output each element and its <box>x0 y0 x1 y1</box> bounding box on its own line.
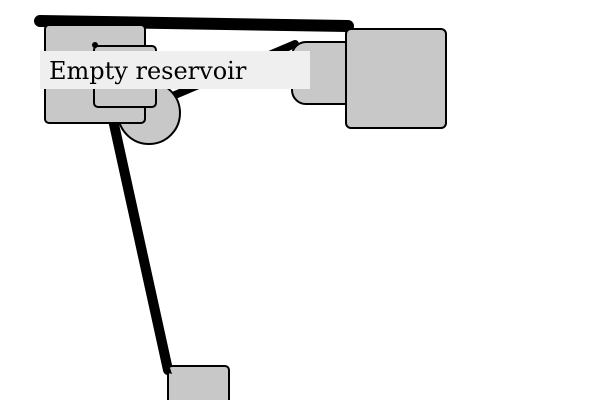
bottom-block[interactable] <box>167 365 230 400</box>
right-large-block[interactable] <box>345 28 447 129</box>
pivot-marker-left <box>36 16 44 22</box>
pivot-marker-bottom <box>164 368 172 374</box>
top-pipe <box>34 15 354 32</box>
pivot-marker-right <box>285 40 295 48</box>
pivot-dot <box>92 42 98 48</box>
vertical-link <box>105 101 173 375</box>
tooltip-label: Empty reservoir <box>49 57 247 85</box>
tooltip-background <box>40 51 310 89</box>
